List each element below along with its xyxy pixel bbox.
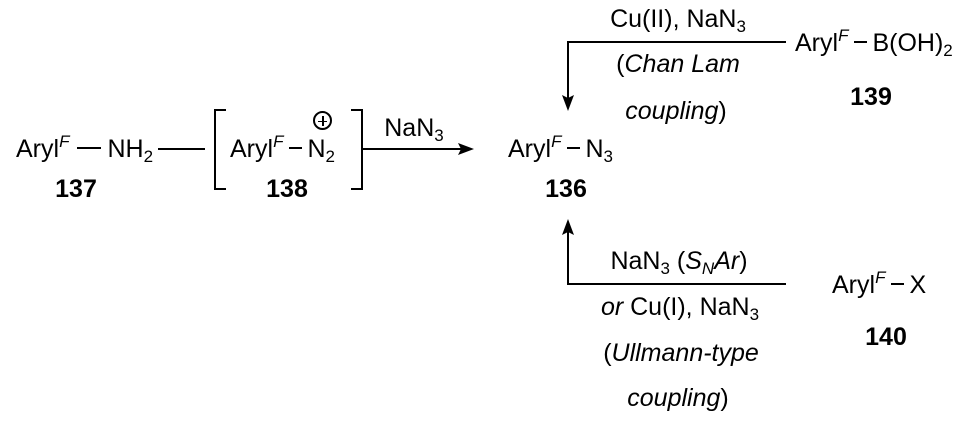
right-bracket [351,109,363,190]
paren: ) [718,97,727,125]
subscript: 3 [660,259,670,278]
compound-140-formula: ArylF X [832,268,927,300]
subscript: 3 [434,126,444,145]
compound-137-formula: ArylF NH2 [16,132,154,166]
subscript: 3 [603,147,613,166]
ullmann-conditions-line2: or Cu(I), NaN3 [600,292,760,324]
aryl-text: Aryl [16,135,60,163]
fluoro-superscript: F [273,132,284,151]
diazonium-group: N [307,135,326,163]
or-text: or [600,293,624,321]
reagent-text: NaN [610,247,661,275]
ullmann-conditions-line3: (Ullmann-type [603,338,759,368]
arrow-139-to-136 [567,41,786,98]
subscript: 2 [943,41,953,60]
boronic-acid-group: B(OH) [872,29,944,57]
chan-lam-conditions-line2: (Chan Lam [616,49,740,79]
arrowhead-139-136 [562,95,574,111]
compound-139-number: 139 [850,83,892,111]
compound-139-formula: ArylF B(OH)2 [795,26,953,60]
reagent-text: Cu(II), NaN [610,5,737,33]
compound-138-number: 138 [266,175,308,203]
subscript: 2 [325,147,335,166]
paren: ( [616,50,625,78]
compound-140-number: 140 [865,323,907,351]
subscript: 3 [749,305,760,324]
paren: ( [603,339,612,367]
paren: ( [669,247,686,275]
aryl-text: Aryl [230,135,274,163]
subscript: 3 [736,17,746,36]
ullmann-conditions-line4: coupling) [627,383,728,413]
arrowhead-138-136 [458,143,474,155]
reagent-text: Cu(I), NaN [623,293,750,321]
compound-136-number: 136 [545,175,587,203]
coupling-text: coupling [627,384,721,412]
ullmann-type-text: Ullmann-type [611,339,759,367]
leaving-group: X [909,271,927,299]
reagent-text: NaN [384,114,435,142]
aryl-text: Aryl [795,29,839,57]
amine-group: NH [107,135,144,163]
compound-137-number: 137 [55,175,97,203]
single-bond [891,283,905,285]
fluoro-superscript: F [875,268,886,287]
single-bond [289,147,303,149]
positive-charge-icon [313,111,332,130]
single-bond [854,41,868,43]
aryl-text: Aryl [508,135,552,163]
fluoro-superscript: F [59,132,70,151]
single-bond [567,147,581,149]
chan-lam-conditions-line1: Cu(II), NaN3 [610,4,746,36]
ullmann-conditions-line1: NaN3 (SNAr) [610,246,748,278]
subscript: 2 [143,147,154,166]
compound-138-formula: ArylF N2 [230,132,335,166]
reagent-sodium-azide: NaN3 [384,113,444,145]
aryl-text: Aryl [832,271,876,299]
left-bracket [214,109,226,190]
fluoro-superscript: F [838,26,849,45]
single-bond [77,147,102,149]
paren: ) [720,384,729,412]
fluoro-superscript: F [551,132,562,151]
coupling-text: coupling [625,97,719,125]
paren: ) [739,247,748,275]
snar-ar: Ar [714,247,740,275]
azide-group: N [585,135,604,163]
snar-s: S [685,247,702,275]
chan-lam-name: Chan Lam [624,50,740,78]
arrowhead-140-136 [562,219,574,235]
chan-lam-conditions-line3: coupling) [625,96,726,126]
snar-n: N [701,259,715,278]
compound-136-formula: ArylF N3 [508,132,613,166]
arrow-140-to-136 [567,232,786,285]
